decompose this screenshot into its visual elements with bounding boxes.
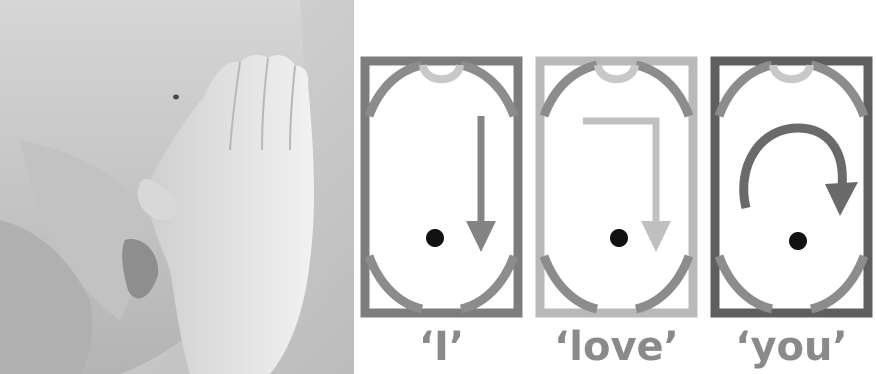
panel-frame <box>365 61 518 313</box>
caption-love: ‘love’ <box>535 324 698 370</box>
sign-panel-i <box>360 56 523 318</box>
sign-panel-love <box>535 56 698 318</box>
caption-i: ‘I’ <box>360 324 523 370</box>
dot-marker <box>610 229 628 247</box>
dot-marker <box>789 232 807 250</box>
baby-photo <box>0 0 354 374</box>
sign-diagram-i <box>360 56 523 318</box>
dot-marker <box>426 229 444 247</box>
sign-panel-you <box>710 56 873 318</box>
caption-you: ‘you’ <box>710 324 873 370</box>
sign-diagram-love <box>535 56 698 318</box>
panel-frame <box>540 61 693 313</box>
sign-diagram-you <box>710 56 873 318</box>
